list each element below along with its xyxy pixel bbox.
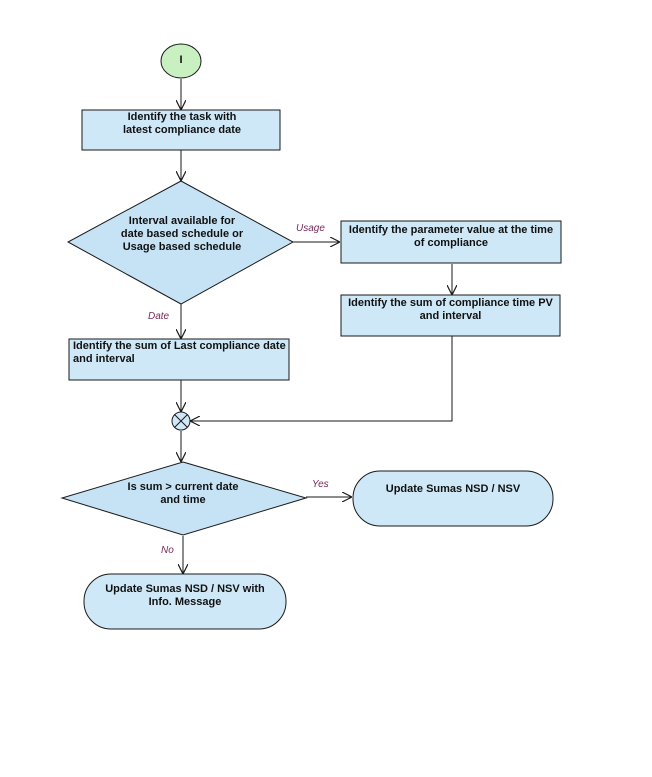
update-nsd-info-terminal (83, 573, 287, 630)
identify-task-box (81, 109, 281, 151)
edge-label-no: No (161, 545, 174, 556)
sum-compliance-pv-label: Identify the sum of compliance time PV a… (348, 297, 553, 322)
param-value-label: Identify the parameter value at the time… (348, 224, 554, 249)
sum-compliance-pv-box (340, 294, 561, 337)
connectors (181, 79, 452, 573)
sum-last-date-box (68, 338, 290, 381)
sum-decision-label: Is sum > current date and time (127, 481, 239, 506)
start-node-label: I (179, 54, 183, 66)
edge-label-yes: Yes (312, 479, 329, 490)
param-value-box (340, 220, 562, 264)
interval-decision-label: Interval available for date based schedu… (120, 215, 244, 253)
sum-last-date-label: Identify the sum of Last compliance date… (73, 340, 286, 365)
edge-sum-pv-to-merge (191, 336, 453, 421)
start-node (160, 43, 202, 79)
edge-label-date: Date (148, 311, 170, 322)
update-nsd-label: Update Sumas NSD / NSV (385, 483, 521, 495)
update-nsd-terminal (352, 470, 554, 527)
merge-junction-icon (171, 411, 191, 431)
edge-label-usage: Usage (296, 223, 325, 234)
interval-decision-diamond (66, 180, 295, 305)
identify-task-label: Identify the task with latest compliance… (123, 111, 241, 136)
sum-decision-diamond (60, 461, 308, 536)
update-nsd-info-label: Update Sumas NSD / NSV with Info. Messag… (105, 583, 265, 608)
